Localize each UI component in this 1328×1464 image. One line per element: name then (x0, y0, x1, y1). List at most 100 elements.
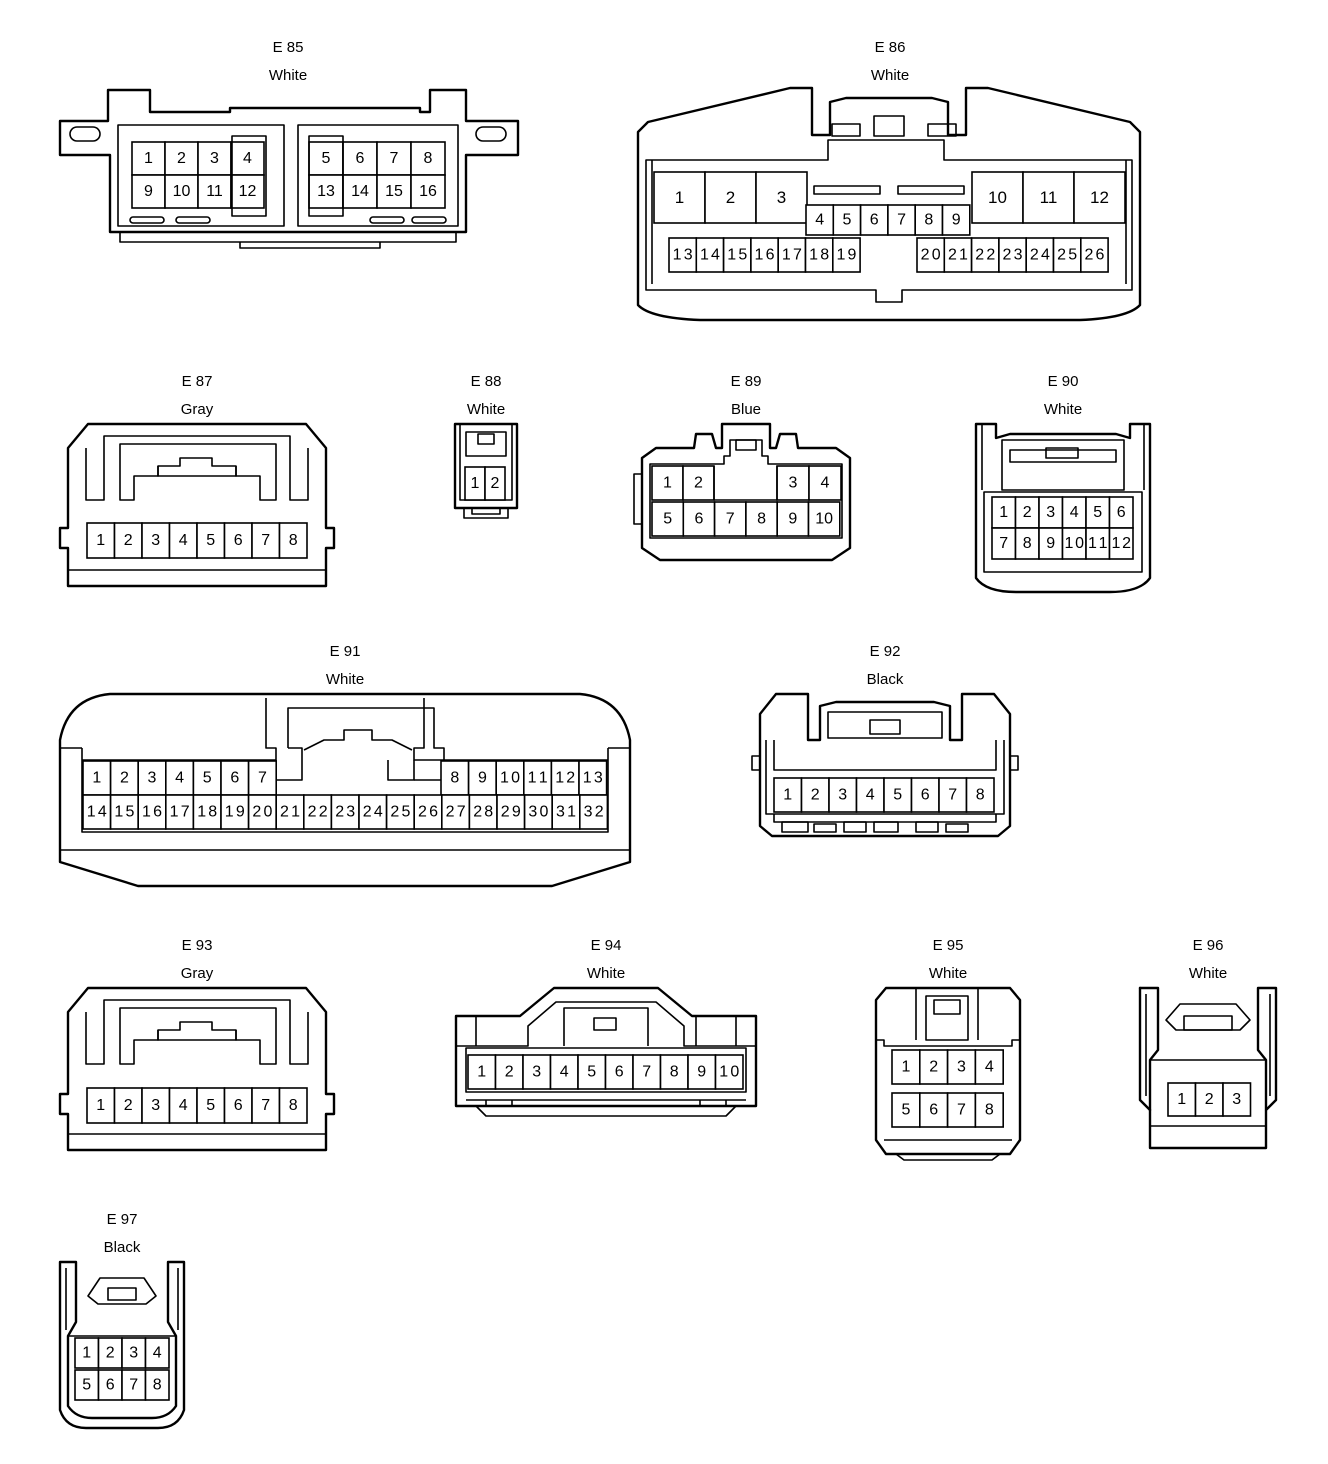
connector-e96-id: E 96 (1193, 937, 1224, 954)
e95-pin-cell (891, 1092, 921, 1128)
e91-pin-label: 4 (175, 770, 184, 787)
e90-pin-label: 10 (1065, 535, 1085, 552)
connector-e85-color: White (269, 67, 307, 84)
connector-e97-color: Black (104, 1239, 141, 1256)
connector-e93-id: E 93 (182, 937, 213, 954)
e86-pin-cell (668, 237, 698, 273)
e85-pin-label: 15 (385, 183, 403, 200)
e93-pin-cell (141, 1087, 171, 1124)
connector-e86-color: White (871, 67, 909, 84)
e91-pin-cell (247, 760, 278, 796)
e86-pin-cell (755, 171, 808, 224)
e87-pin-label: 7 (261, 532, 270, 549)
e85-pin-cell (342, 174, 378, 209)
e92-pin-cell (965, 777, 995, 813)
e91-pin-cell (109, 760, 139, 796)
e91-pin-label: 2 (120, 770, 129, 787)
e86-pin-label: 1 (675, 188, 684, 207)
e91-pin-cell (247, 794, 278, 830)
e94-pin-label: 5 (587, 1064, 596, 1081)
connector-e89-color: Blue (731, 401, 761, 418)
e92-pin-cell (800, 777, 830, 813)
e90-pin-label: 11 (1088, 535, 1108, 552)
e86-pin-cell (941, 204, 971, 236)
e95-pin-cell (974, 1049, 1005, 1085)
e92-pin-cell (828, 777, 858, 813)
e86-pin-cell (1022, 171, 1075, 224)
e94-pin-label: 2 (505, 1064, 514, 1081)
e91-pin-cell (550, 760, 580, 796)
e86-pin-cell (750, 237, 780, 273)
connector-e92-color: Black (867, 671, 904, 688)
e86-pin-cell (1025, 237, 1055, 273)
e86-pin-label: 12 (1090, 188, 1109, 207)
e89-pin-cell (776, 465, 810, 501)
e91-pin-cell (82, 794, 112, 830)
e86-pin-cell (1073, 171, 1126, 224)
e86-pin-label: 8 (924, 212, 933, 229)
e95-pin-label: 8 (985, 1102, 994, 1119)
e96-pin-label: 1 (1177, 1091, 1186, 1108)
connector-e86-id: E 86 (875, 39, 906, 56)
e87-pin-cell (278, 522, 308, 559)
e86-pin-label: 7 (897, 212, 906, 229)
e86-pin-cell (831, 237, 861, 273)
e85-pin-cell (410, 141, 446, 176)
e94-pin-label: 4 (560, 1064, 569, 1081)
e87-pin-cell (223, 522, 253, 559)
e93-pin-label: 7 (261, 1097, 270, 1114)
e95-pin-label: 4 (985, 1059, 994, 1076)
e91-pin-label: 6 (230, 770, 239, 787)
e95-pin-cell (891, 1049, 921, 1085)
e97-pin-label: 2 (106, 1345, 115, 1362)
e94-pin-cell (604, 1054, 634, 1090)
e93-pin-label: 2 (124, 1097, 133, 1114)
e91-pin-cell (578, 794, 609, 830)
e91-pin-cell (165, 760, 195, 796)
e96-pin-label: 2 (1205, 1091, 1214, 1108)
e91-pin-cell (495, 760, 525, 796)
e85-pin-cell (197, 174, 232, 209)
e85-pin-cell (410, 174, 446, 209)
e93-pin-label: 6 (234, 1097, 243, 1114)
e91-pin-cell (137, 794, 167, 830)
e96-pin-cell (1222, 1082, 1252, 1117)
e89-pin-label: 7 (726, 511, 735, 528)
e85-pin-label: 13 (317, 183, 335, 200)
e85-pin-label: 6 (356, 150, 365, 167)
connector-e96-pins: 1 2 3 (1167, 1082, 1252, 1117)
e86-pin-label: 5 (842, 212, 851, 229)
e91-pin-label: 1 (92, 770, 101, 787)
e97-pin-label: 1 (82, 1345, 91, 1362)
e86-pin-label: 6 (870, 212, 879, 229)
e93-pin-label: 8 (289, 1097, 298, 1114)
e88-pin-label: 1 (471, 475, 480, 492)
e92-pin-cell (855, 777, 885, 813)
e86-pin-label: 11 (1040, 188, 1058, 207)
e89-pin-label: 4 (821, 475, 830, 492)
e90-pin-label: 1 (999, 504, 1008, 521)
e85-pin-label: 10 (173, 183, 191, 200)
e89-pin-label: 2 (694, 475, 703, 492)
e97-pin-label: 6 (106, 1377, 115, 1394)
e90-pin-label: 2 (1023, 504, 1032, 521)
e95-pin-label: 5 (901, 1102, 910, 1119)
e92-pin-label: 3 (838, 787, 847, 804)
e96-pin-label: 3 (1232, 1091, 1241, 1108)
e88-pin-label: 2 (491, 475, 500, 492)
e97-pin-label: 8 (153, 1377, 162, 1394)
e92-pin-cell (883, 777, 913, 813)
e86-pin-cell (777, 237, 807, 273)
e91-pin-label: 8 (450, 770, 459, 787)
e95-pin-label: 2 (929, 1059, 938, 1076)
